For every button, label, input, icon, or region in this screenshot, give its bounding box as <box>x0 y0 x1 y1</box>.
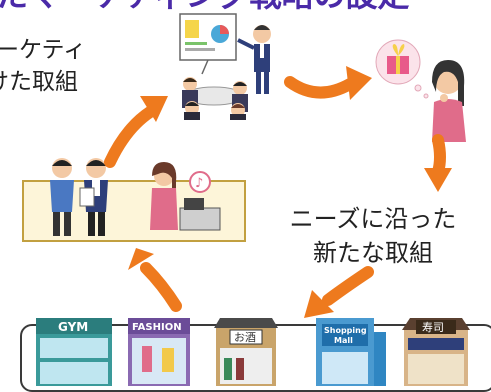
left-caption: ーケティ けた取組 <box>0 34 86 98</box>
fashion-sign: FASHION <box>132 322 182 333</box>
gym-sign: GYM <box>58 320 88 334</box>
sushi-store: 寿司 <box>402 318 472 388</box>
page-title: たマーケティング戦略の設定 <box>0 0 436 12</box>
liquor-store: お酒 <box>214 318 280 388</box>
liquor-sign: お酒 <box>234 331 256 344</box>
svg-text:♪: ♪ <box>195 176 203 191</box>
mall-sign-line2: Mall <box>334 336 353 345</box>
right-caption: ニーズに沿った 新たな取組 <box>268 202 478 270</box>
left-caption-line2: けた取組 <box>0 69 78 95</box>
meeting-illustration <box>176 12 286 120</box>
mall-sign-line1: Shopping <box>324 326 367 335</box>
fashion-store: FASHION <box>128 318 192 388</box>
right-caption-line2: 新たな取組 <box>313 239 433 267</box>
sushi-sign: 寿司 <box>422 320 444 334</box>
gym-store: GYM <box>36 318 116 388</box>
right-caption-line1: ニーズに沿った <box>289 205 457 233</box>
left-caption-line1: ーケティ <box>0 37 87 63</box>
shopping-mall: Shopping Mall <box>316 318 388 388</box>
customer-needs-illustration <box>374 36 474 142</box>
service-illustration: ♪ <box>40 146 230 238</box>
